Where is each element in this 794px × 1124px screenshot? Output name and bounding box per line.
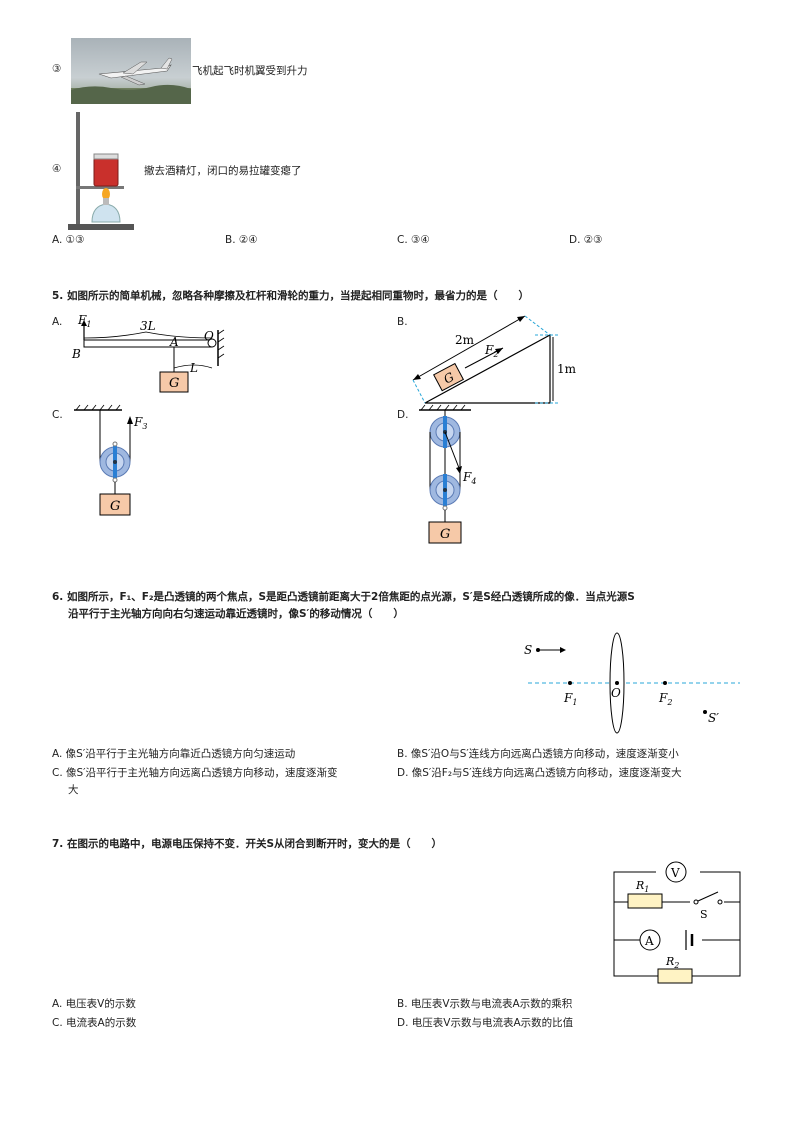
convex-lens-figure: S F1 O F2 S′ xyxy=(524,632,740,734)
lever-weight-label: G xyxy=(169,376,179,391)
lever-a-label: A xyxy=(169,335,179,349)
q6-stem-line2: 沿平行于主光轴方向向右匀速运动靠近透镜时，像S′的移动情况（ ） xyxy=(68,608,404,620)
item-4-text: 撤去酒精灯，闭口的易拉罐变瘪了 xyxy=(144,165,302,177)
incline-height-label: 1m xyxy=(557,362,577,376)
alcohol-lamp-can-figure xyxy=(68,112,134,230)
circuit-switch-label: S xyxy=(700,908,708,921)
circuit-r2-label: R2 xyxy=(665,955,679,970)
single-pulley-figure: F3 G xyxy=(74,404,147,516)
circuit-voltmeter-label: V xyxy=(670,866,680,880)
q7-option-d[interactable]: D. 电压表V示数与电流表A示数的比值 xyxy=(397,1017,574,1029)
lens-f1-label: F1 xyxy=(563,691,577,707)
airplane-photo xyxy=(71,38,191,104)
lever-b-label: B xyxy=(71,347,81,361)
lens-image-label: S′ xyxy=(708,711,719,725)
incline-figure: 2m F2 G 1m xyxy=(412,315,577,404)
q6-option-a[interactable]: A. 像S′沿平行于主光轴方向靠近凸透镜方向匀速运动 xyxy=(52,748,296,760)
q6-stem-line1: 6. 如图所示，F₁、F₂是凸透镜的两个焦点，S是距凸透镜前距离大于2倍焦距的点… xyxy=(52,591,635,603)
q4-option-d[interactable]: D. ②③ xyxy=(569,234,603,246)
q5-stem: 5. 如图所示的简单机械，忽略各种摩擦及杠杆和滑轮的重力，当提起相同重物时，最省… xyxy=(52,290,529,302)
q4-option-b[interactable]: B. ②④ xyxy=(225,234,258,246)
q4-option-a[interactable]: A. ①③ xyxy=(52,234,85,246)
incline-f-label: F2 xyxy=(484,343,498,359)
q7-option-c[interactable]: C. 电流表A的示数 xyxy=(52,1017,137,1029)
lever-3l-label: 3L xyxy=(140,319,156,333)
item-3-number: ③ xyxy=(52,63,62,75)
pulley-d-weight-label: G xyxy=(440,527,450,542)
q6-option-c[interactable]: C. 像S′沿平行于主光轴方向远离凸透镜方向移动，速度逐渐变 xyxy=(52,767,338,779)
pulley-c-weight-label: G xyxy=(110,499,120,514)
q6-option-b[interactable]: B. 像S′沿O与S′连线方向远离凸透镜方向移动，速度逐渐变小 xyxy=(397,748,679,760)
q6-option-c-continued: 大 xyxy=(68,784,79,796)
q5-option-d-letter[interactable]: D. xyxy=(397,409,409,421)
item-3-text: 飞机起飞时机翼受到升力 xyxy=(192,65,308,77)
pulley-block-figure: F4 G xyxy=(419,404,476,544)
q7-option-b[interactable]: B. 电压表V示数与电流表A示数的乘积 xyxy=(397,998,573,1010)
q6-option-d[interactable]: D. 像S′沿F₂与S′连线方向远离凸透镜方向移动，速度逐渐变大 xyxy=(397,767,682,779)
q5-option-c-letter[interactable]: C. xyxy=(52,409,63,421)
lever-o-label: O xyxy=(204,329,214,343)
lens-center-label: O xyxy=(611,686,621,700)
q4-option-c[interactable]: C. ③④ xyxy=(397,234,430,246)
q7-option-a[interactable]: A. 电压表V的示数 xyxy=(52,998,136,1010)
q5-option-a-letter[interactable]: A. xyxy=(52,316,63,328)
incline-length-label: 2m xyxy=(455,333,475,347)
q5-option-b-letter[interactable]: B. xyxy=(397,316,408,328)
lever-l-label: L xyxy=(189,361,198,375)
lever-figure: F1 3L B A O L G xyxy=(71,313,225,393)
lens-f2-label: F2 xyxy=(658,691,672,707)
lever-f-label: F1 xyxy=(77,313,91,329)
circuit-r1-label: R1 xyxy=(635,879,649,894)
circuit-figure: V R1 S A R2 xyxy=(613,861,741,984)
pulley-f4-label: F4 xyxy=(462,470,476,486)
item-4-number: ④ xyxy=(52,163,62,175)
q7-stem: 7. 在图示的电路中，电源电压保持不变．开关S从闭合到断开时，变大的是（ ） xyxy=(52,838,443,850)
circuit-ammeter-label: A xyxy=(644,934,654,948)
lens-source-label: S xyxy=(524,643,532,657)
pulley-f3-label: F3 xyxy=(133,415,147,431)
